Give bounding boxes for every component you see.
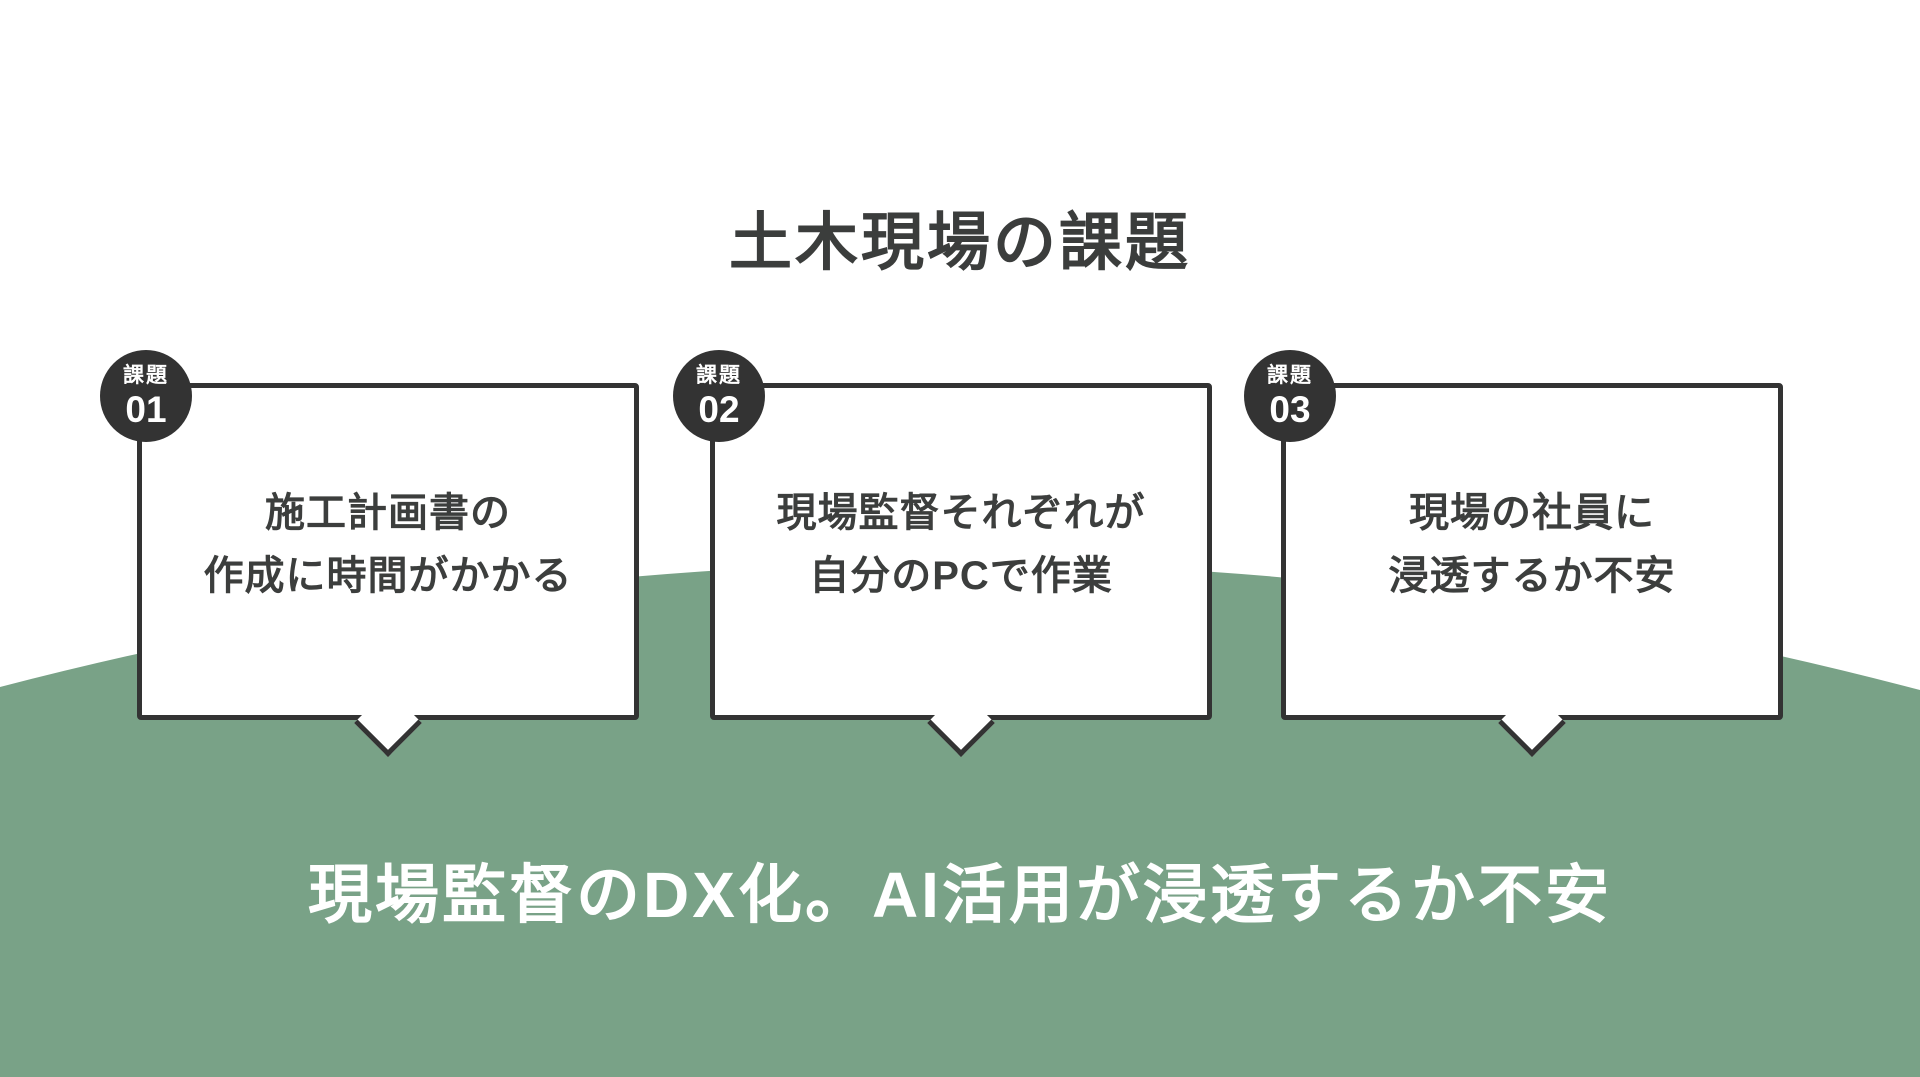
page-title: 土木現場の課題 xyxy=(729,208,1191,278)
badge-label: 課題 xyxy=(123,363,169,387)
issue-badge-3: 課題 03 xyxy=(1244,350,1336,442)
issue-card-3: 課題 03 現場の社員に 浸透するか不安 xyxy=(1244,350,1783,757)
issue-card-text: 現場監督それぞれが 自分のPCで作業 xyxy=(777,482,1146,608)
issue-card-line: 浸透するか不安 xyxy=(1388,553,1676,598)
badge-number: 01 xyxy=(125,388,167,430)
issue-card-text: 現場の社員に 浸透するか不安 xyxy=(1389,482,1676,608)
bottom-banner-text: 現場監督のDX化。AI活用が浸透するか不安 xyxy=(308,859,1612,931)
issue-card-line: 現場監督それぞれが xyxy=(776,490,1146,535)
badge-number: 02 xyxy=(698,388,740,430)
issue-card-line: 自分のPCで作業 xyxy=(809,553,1113,598)
issue-card-line: 現場の社員に xyxy=(1409,490,1655,535)
badge-label: 課題 xyxy=(1267,363,1313,387)
issue-badge-2: 課題 02 xyxy=(673,350,765,442)
issue-card-text: 施工計画書の 作成に時間がかかる xyxy=(204,482,573,608)
issue-badge-1: 課題 01 xyxy=(100,350,192,442)
badge-number: 03 xyxy=(1269,388,1311,430)
issue-card-line: 作成に時間がかかる xyxy=(203,553,573,598)
issue-card-line: 施工計画書の xyxy=(265,490,511,535)
issue-card-2: 課題 02 現場監督それぞれが 自分のPCで作業 xyxy=(673,350,1212,757)
badge-label: 課題 xyxy=(696,363,742,387)
issue-card-1: 課題 01 施工計画書の 作成に時間がかかる xyxy=(100,350,639,757)
